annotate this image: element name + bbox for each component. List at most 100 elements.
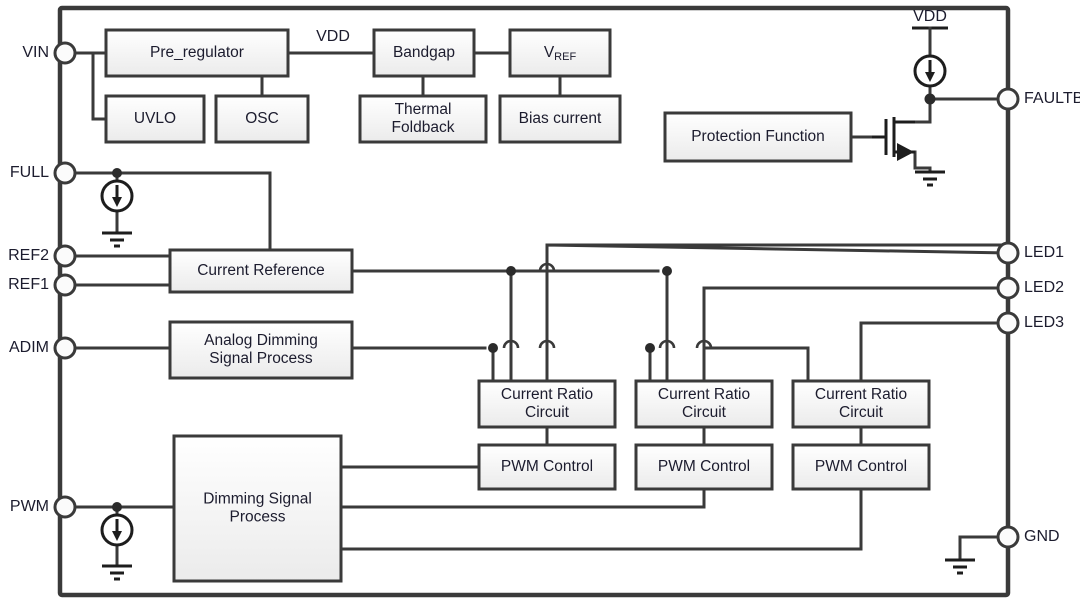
block-outline	[498, 94, 622, 144]
block-outline	[104, 94, 206, 144]
block-pwm-control-1[interactable]: PWM Control	[477, 443, 617, 491]
block-bandgap[interactable]: Bandgap	[372, 28, 476, 78]
current-source-circle	[100, 513, 134, 547]
pin-label: GND	[1024, 528, 1060, 545]
junction-dot	[506, 266, 516, 276]
block-label: Current Reference	[197, 262, 325, 279]
pin-led1[interactable]: LED1	[996, 241, 1064, 265]
block-outline	[791, 379, 931, 429]
block-outline	[168, 248, 354, 294]
pin-label: VIN	[22, 44, 49, 61]
wires-ratio-to-pwm	[545, 425, 863, 447]
block-label: Current Ratio	[815, 386, 907, 403]
block-osc[interactable]: OSC	[214, 94, 310, 144]
pin-full[interactable]: FULL	[10, 161, 77, 185]
block-label: Current Ratio	[501, 386, 593, 403]
block-protection-function[interactable]: Protection Function	[663, 111, 853, 163]
ground-pwm	[102, 564, 132, 581]
block-label: OSC	[245, 110, 279, 127]
block-label: Pre_regulator	[150, 44, 244, 61]
current-source-circle	[100, 179, 134, 213]
pin-faultb[interactable]: FAULTB	[996, 87, 1080, 111]
block-label: Bias current	[519, 110, 602, 127]
pin-label: REF2	[8, 247, 49, 264]
block-pre-regulator[interactable]: Pre_regulator	[104, 28, 290, 78]
pin-label: FULL	[10, 164, 49, 181]
block-bias-current[interactable]: Bias current	[498, 94, 622, 144]
pin-label: LED3	[1024, 314, 1064, 331]
block-label: PWM Control	[501, 458, 593, 475]
block-uvlo[interactable]: UVLO	[104, 94, 206, 144]
symbols-layer	[100, 54, 975, 581]
pin-led3[interactable]: LED3	[996, 311, 1064, 335]
wires-led-distribution	[491, 243, 1010, 383]
mosfet-body-diode-arrow	[897, 143, 914, 161]
ground-full	[102, 231, 132, 248]
block-label: PWM Control	[815, 458, 907, 475]
current-source-arrow-head	[925, 72, 935, 82]
pin-circle	[996, 276, 1020, 300]
wires-gnd-section	[958, 535, 1010, 562]
wire-crossover-hops	[502, 262, 713, 349]
block-label: VREF	[544, 44, 577, 63]
pin-pwm[interactable]: PWM	[10, 495, 77, 519]
pin-gnd[interactable]: GND	[996, 525, 1060, 549]
pin-circle	[53, 41, 77, 65]
wires-reference-section	[63, 254, 660, 350]
block-label: Thermal	[395, 101, 452, 118]
block-pwm-control-2[interactable]: PWM Control	[634, 443, 774, 491]
pin-ref2[interactable]: REF2	[8, 244, 77, 268]
junction-dot	[488, 343, 498, 353]
block-label: Analog Dimming	[204, 332, 318, 349]
junction-dots	[112, 93, 936, 512]
pin-adim[interactable]: ADIM	[9, 336, 77, 360]
block-label: Bandgap	[393, 44, 455, 61]
block-outline	[168, 320, 354, 380]
pin-ref1[interactable]: REF1	[8, 273, 77, 297]
wires-dimming-section	[63, 465, 863, 568]
block-outline	[104, 28, 290, 78]
junction-dot	[924, 93, 936, 105]
net-label-vdd-net-preregulator: VDD	[316, 28, 350, 45]
block-pwm-control-3[interactable]: PWM Control	[791, 443, 931, 491]
block-label: Circuit	[525, 404, 570, 421]
pin-label: ADIM	[9, 339, 49, 356]
pin-circle	[53, 336, 77, 360]
current-source-pwm	[100, 513, 134, 547]
pin-label: LED1	[1024, 244, 1064, 261]
current-source-arrow-head	[112, 197, 122, 207]
nmos-faultb	[872, 117, 915, 161]
block-outline	[172, 434, 343, 583]
block-label: PWM Control	[658, 458, 750, 475]
block-label: Protection Function	[691, 128, 825, 145]
pin-label: PWM	[10, 498, 49, 515]
block-outline	[372, 28, 476, 78]
block-outline	[477, 443, 617, 491]
block-current-reference[interactable]: Current Reference	[168, 248, 354, 294]
pin-led2[interactable]: LED2	[996, 276, 1064, 300]
block-label: Foldback	[392, 119, 455, 136]
block-outline	[508, 28, 612, 78]
block-label: Circuit	[682, 404, 727, 421]
pin-circle	[996, 525, 1020, 549]
block-label: Current Ratio	[658, 386, 750, 403]
pin-vin[interactable]: VIN	[22, 41, 77, 65]
wires-full-section	[63, 171, 272, 252]
ground-gnd-pin	[945, 558, 975, 575]
pin-circle	[53, 244, 77, 268]
block-label: Process	[230, 509, 286, 526]
block-label: Signal Process	[209, 350, 313, 367]
current-source-circle	[913, 54, 947, 88]
block-vref[interactable]: VREF	[508, 28, 612, 78]
block-outline	[477, 379, 617, 429]
